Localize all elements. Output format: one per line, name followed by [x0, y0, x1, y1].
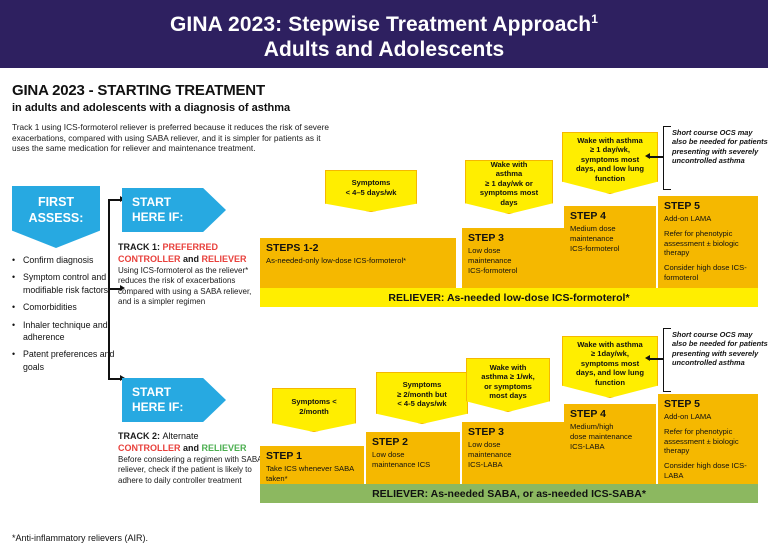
track1-reliever: RELIEVER [201, 254, 247, 264]
step-detail: As-needed-only low-dose ICS-formoterol* [266, 256, 407, 265]
step-detail: Consider high dose ICS-formoterol [664, 263, 747, 282]
connector-branch-mid [108, 288, 122, 290]
step-heading: STEP 5 [664, 398, 700, 410]
assess-bullet-item: Symptom control and modifiable risk fact… [23, 271, 120, 296]
connector-branch-bottom [108, 378, 122, 380]
step-detail: Take ICS whenever SABA taken* [266, 464, 354, 483]
step-heading: STEP 3 [468, 426, 504, 438]
ocs-note-2: Short course OCS may also be needed for … [672, 330, 768, 368]
ocs-leader-line-1 [650, 156, 664, 158]
intro-title: GINA 2023 - STARTING TREATMENT [12, 82, 265, 99]
page-header: GINA 2023: Stepwise Treatment Approach1 … [0, 0, 768, 68]
track2-body: Before considering a regimen with SABA r… [118, 455, 263, 485]
track2-and: and [183, 443, 200, 453]
start-here-line2: HERE IF: [132, 210, 184, 224]
intro-subtitle: in adults and adolescents with a diagnos… [12, 102, 291, 114]
reliever-bar-track2: RELIEVER: As-needed SABA, or as-needed I… [260, 484, 758, 503]
start-here-badge-track2: START HERE IF: [122, 378, 226, 422]
step-heading: STEP 4 [570, 210, 606, 222]
callout-track1-1: Symptoms< 4–5 days/wk [325, 170, 417, 212]
callout-track1-3: Wake with asthma≥ 1 day/wk,symptoms most… [562, 132, 658, 194]
assess-bullet-item: Patent preferences and goals [23, 348, 120, 373]
track2-controller: CONTROLLER [118, 443, 181, 453]
step-box-track2-5: STEP 5 Add-on LAMA Refer for phenotypic as… [658, 394, 758, 492]
start-here-line1: START [132, 195, 172, 209]
track2-reliever: RELIEVER [201, 443, 247, 453]
start-here-line1: START [132, 385, 172, 399]
arrow-head-icon [120, 285, 125, 291]
header-title-line1: GINA 2023: Stepwise Treatment Approach1 [170, 11, 598, 36]
ocs-leader-line-2 [650, 358, 664, 360]
step-detail: Consider high dose ICS-LABA [664, 461, 747, 480]
header-superscript: 1 [591, 11, 598, 26]
step-detail: Add-on LAMA [664, 214, 712, 223]
step-heading: STEP 1 [266, 450, 302, 462]
track2-alternate: Alternate [162, 431, 199, 441]
ocs-arrow-icon-2 [645, 355, 650, 361]
ocs-note-1: Short course OCS may also be needed for … [672, 128, 768, 166]
track1-controller: CONTROLLER [118, 254, 181, 264]
step-heading: STEP 2 [372, 436, 408, 448]
first-assess-line1: FIRST [37, 195, 75, 209]
step-heading: STEP 5 [664, 200, 700, 212]
first-assess-badge: FIRST ASSESS: [12, 186, 100, 248]
header-title-line2: Adults and Adolescents [263, 37, 505, 61]
track1-and: and [183, 254, 200, 264]
callout-text: Wake with asthma≥ 1 day/wk,symptoms most… [576, 135, 644, 183]
assess-bullet-item: Comorbidities [23, 301, 120, 313]
step-heading: STEPS 1-2 [266, 242, 319, 254]
intro-block: GINA 2023 - STARTING TREATMENT in adults… [12, 82, 332, 154]
callout-text: Symptoms< 4–5 days/wk [345, 178, 397, 197]
assess-bullet-item: Inhaler technique and adherence [23, 319, 120, 344]
connector-branch-top [108, 199, 122, 201]
track2-title: TRACK 2: Alternate CONTROLLER and RELIEV… [118, 430, 268, 454]
first-assess-line2: ASSESS: [28, 211, 84, 225]
track2-label: TRACK 2: [118, 431, 160, 441]
track1-preferred: PREFERRED [162, 242, 219, 252]
reliever-bar-track1: RELIEVER: As-needed low-dose ICS-formote… [260, 288, 758, 307]
ocs-bracket-1 [663, 126, 671, 190]
intro-body: Track 1 using ICS-formoterol reliever is… [12, 122, 329, 154]
track1-body: Using ICS-formoterol as the reliever* re… [118, 266, 252, 307]
step-heading: STEP 4 [570, 408, 606, 420]
step-detail: Refer for phenotypic assessment ± biolog… [664, 426, 739, 456]
ocs-bracket-2 [663, 328, 671, 392]
step-heading: STEP 3 [468, 232, 504, 244]
ocs-arrow-icon-1 [645, 153, 650, 159]
footnote: *Anti-inflammatory relievers (AIR). [12, 533, 149, 543]
assess-bullet-list: Confirm diagnosisSymptom control and mod… [12, 254, 120, 378]
callout-track2-2: Symptoms≥ 2/month but< 4-5 days/wk [376, 372, 468, 424]
step-detail: Refer for phenotypic assessment ± biolog… [664, 228, 739, 258]
track1-label: TRACK 1: [118, 242, 160, 252]
track1-title: TRACK 1: PREFERRED CONTROLLER and RELIEV… [118, 241, 268, 265]
start-here-badge-track1: START HERE IF: [122, 188, 226, 232]
callout-text: Symptoms≥ 2/month but< 4-5 days/wk [397, 380, 447, 409]
start-here-line2: HERE IF: [132, 400, 184, 414]
callout-text: Symptoms <2/month [291, 397, 337, 416]
step-detail: Add-on LAMA [664, 412, 712, 421]
callout-track2-1: Symptoms <2/month [272, 388, 356, 432]
step-box-track1-4: STEP 5 Add-on LAMA Refer for phenotypic as… [658, 196, 758, 292]
assess-bullet-item: Confirm diagnosis [23, 254, 120, 266]
